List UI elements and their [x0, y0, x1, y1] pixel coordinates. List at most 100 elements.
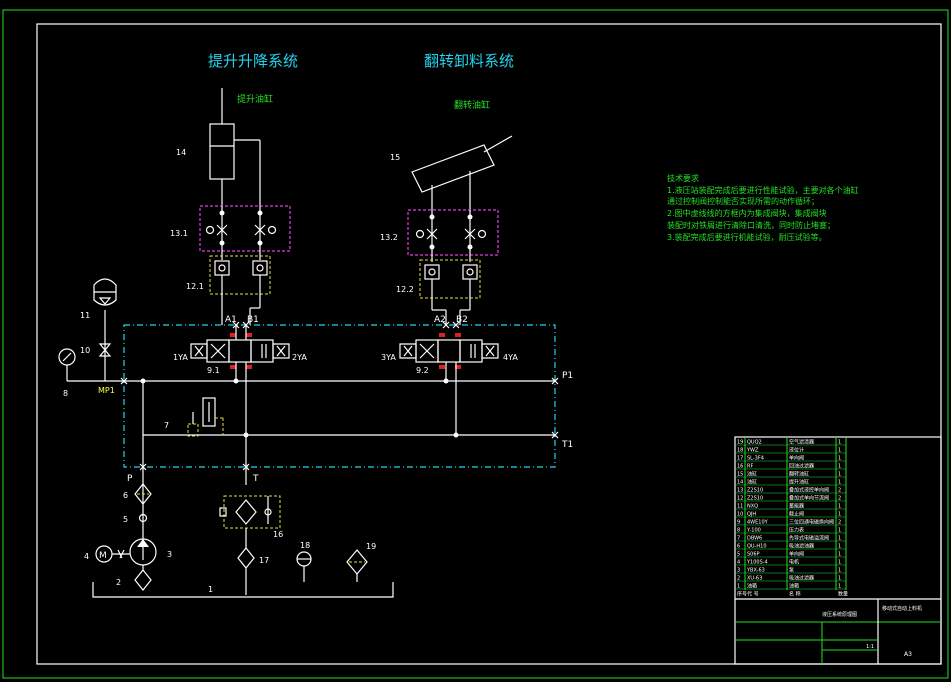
label-14: 14 — [176, 148, 186, 157]
lift-cylinder-label: 提升油缸 — [237, 93, 273, 105]
technical-requirements: 技术要求 1.液压站装配完成后要进行性能试验，主要对各个油缸 通过控制阀控制能否… — [667, 173, 859, 242]
bom-cell: 1 — [838, 456, 841, 462]
bom-cell: 4WE10Y — [747, 520, 769, 526]
bom-cell: 7 — [737, 536, 740, 542]
bom-cell: QUQ2 — [747, 440, 762, 446]
bom-cell: 提升油缸 — [789, 479, 809, 486]
sheet-size: A3 — [904, 651, 912, 658]
port-b2: B2 — [456, 315, 468, 325]
label-8: 8 — [63, 389, 68, 398]
bom-cell: 1 — [838, 512, 841, 518]
bom-cell: 压力表 — [789, 527, 804, 534]
label-6: 6 — [123, 491, 128, 500]
bom-cell: YWZ — [746, 448, 759, 454]
bom-cell: 6 — [737, 544, 740, 550]
bom-header-cell: 代 号 — [747, 591, 759, 598]
label-13-2: 13.2 — [380, 233, 398, 242]
bom-cell: 1 — [838, 568, 841, 574]
directional-valve-9-1 — [190, 325, 290, 467]
bom-cell: 回油过滤器 — [789, 463, 814, 470]
filter-17 — [237, 547, 255, 569]
tech-line-1: 1.液压站装配完成后要进行性能试验，主要对各个油缸 — [667, 185, 859, 195]
label-3ya: 3YA — [381, 353, 396, 362]
outer-frame — [2, 9, 949, 679]
bom-cell: 单向阀 — [789, 551, 804, 558]
bom-cell: 油缸 — [747, 471, 757, 478]
bom-cell: 8 — [737, 528, 740, 534]
label-18: 18 — [300, 541, 310, 550]
bom-cell: 9 — [737, 520, 740, 526]
label-5: 5 — [123, 515, 128, 524]
bom-cell: QU-H10 — [747, 544, 767, 550]
check-valve-5 — [138, 513, 148, 523]
bom-cell: 先导式电磁溢流阀 — [789, 535, 829, 542]
filter-6 — [134, 483, 152, 505]
label-9-1: 9.1 — [207, 366, 220, 375]
bom-cell: 翻转油缸 — [789, 471, 809, 478]
bom-cell: 1 — [838, 440, 841, 446]
bom-cell: 5 — [737, 552, 740, 558]
bom-cell: 1 — [838, 576, 841, 582]
bom-cell: 2 — [838, 488, 841, 494]
bom-cell: 油缸 — [747, 479, 757, 486]
label-12-1: 12.1 — [186, 282, 204, 291]
bom-cell: 空气滤清器 — [789, 439, 814, 446]
bom-cell: 1 — [838, 504, 841, 510]
bom-cell: 吸油滤油器 — [789, 543, 814, 550]
directional-valve-9-2 — [399, 333, 499, 435]
bom-cell: 1 — [838, 552, 841, 558]
bom-cell: YBX-63 — [746, 568, 765, 574]
bom-cell: 截止阀 — [789, 511, 804, 518]
motor-4 — [95, 545, 130, 563]
bom-cell: 1 — [737, 584, 740, 590]
bom-header-cell: 序号 — [737, 591, 747, 598]
label-2: 2 — [116, 578, 121, 587]
bom-cell: 1 — [838, 544, 841, 550]
scale: 1:1 — [866, 644, 874, 650]
label-7: 7 — [164, 421, 169, 430]
oil-tank-1 — [92, 582, 394, 598]
bom-cell: 1 — [838, 480, 841, 486]
bom-cell: 15 — [737, 472, 743, 478]
bom-cell: 油箱 — [789, 583, 799, 590]
bom-cell: 11 — [737, 504, 743, 510]
accumulator-11 — [93, 278, 117, 381]
bom-cell: DBW6 — [747, 536, 762, 542]
drawing-name: 液压系统原理图 — [822, 611, 857, 618]
bom-cell: XU-63 — [747, 576, 762, 582]
label-9-2: 9.2 — [416, 366, 429, 375]
bom-cell: 吸油过滤器 — [789, 575, 814, 582]
port-b1: B1 — [247, 315, 259, 325]
bom-cell: 1 — [838, 584, 841, 590]
bom-cell: 14 — [737, 480, 743, 486]
bom-cell: SL-3F4 — [747, 456, 764, 462]
pressure-gauge-8 — [58, 348, 76, 381]
suction-filter-2 — [134, 569, 152, 591]
label-17: 17 — [259, 556, 269, 565]
bom-cell: 1 — [838, 560, 841, 566]
bom-cell: Y-100 — [746, 528, 761, 534]
tech-line-5: 3.装配完成后要进行机能试验，耐压试验等。 — [667, 232, 827, 242]
port-p: P — [127, 474, 133, 484]
bom-cell: 1 — [838, 472, 841, 478]
integrated-valve-block — [123, 324, 556, 468]
bom-cell: 液位计 — [789, 447, 804, 454]
level-gauge-18 — [296, 551, 312, 582]
title-flip-system: 翻转卸料系统 — [424, 52, 514, 70]
bom-cell: S06P — [747, 552, 760, 558]
motor-label-m: M — [99, 551, 107, 561]
bom-cell: 19 — [737, 440, 743, 446]
flip-cylinder-15 — [411, 135, 513, 210]
bom-cell: NXQ — [747, 504, 758, 510]
bom-cell: 13 — [737, 488, 743, 494]
throttle-valve-12-1 — [209, 255, 271, 295]
label-19: 19 — [366, 542, 376, 551]
bom-cell: 2 — [737, 576, 740, 582]
label-12-2: 12.2 — [396, 285, 414, 294]
label-10: 10 — [80, 346, 90, 355]
bom-cell: RF — [747, 464, 753, 470]
bom-cell: 叠加式单向节流阀 — [789, 495, 829, 502]
bom-cell: 10 — [737, 512, 743, 518]
throttle-valve-12-2 — [419, 259, 481, 299]
product-name: 移动式自动上料机 — [882, 605, 922, 612]
